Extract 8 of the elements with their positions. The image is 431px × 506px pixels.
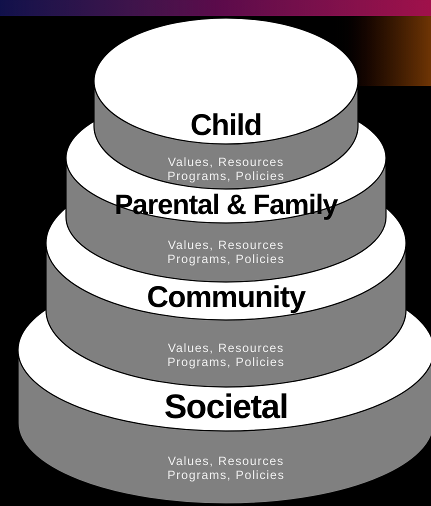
- tier-title: Child: [190, 111, 262, 141]
- tier-title: Community: [146, 283, 306, 313]
- tier-description: Values, Resources Programs, Policies: [166, 155, 286, 183]
- tier-title: Parental & Family: [114, 191, 338, 219]
- tier-description: Values, Resources Programs, Policies: [166, 341, 286, 369]
- tier-description: Values, Resources Programs, Policies: [166, 238, 286, 266]
- tier-description: Values, Resources Programs, Policies: [166, 454, 286, 482]
- tier-title: Societal: [164, 390, 288, 424]
